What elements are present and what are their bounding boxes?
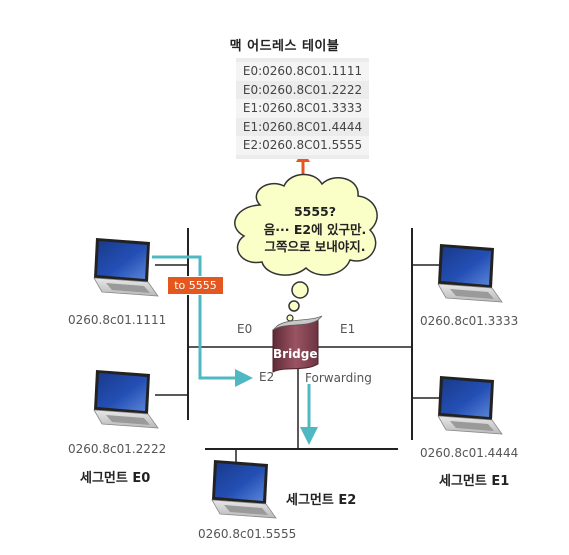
bubble-line-3: 그쪽으로 보내야지. [264,239,366,254]
frame-path-arrow [152,255,253,387]
frame-destination-badge: to 5555 [167,276,224,295]
mac-table-entry: E2:0260.8C01.5555 [236,136,369,155]
host-5555-address: 0260.8c01.5555 [198,527,297,541]
segment-e0-label: 세그먼트 E0 [80,471,151,486]
segment-e1-label: 세그먼트 E1 [439,474,510,489]
port-e0-label: E0 [237,322,253,336]
thought-bubble-text: 5555? 음··· E2에 있구만. 그쪽으로 보내야지. [250,203,380,256]
forwarding-label: Forwarding [305,371,372,385]
bridge-label: Bridge [273,347,318,361]
mac-table: E0:0260.8C01.1111 E0:0260.8C01.2222 E1:0… [236,58,369,159]
bubble-line-2: 음··· E2에 있구만. [263,221,367,237]
laptop-2222-icon [93,370,159,429]
laptop-4444-icon [437,376,503,435]
laptop-5555-icon [211,460,277,519]
mac-table-entry: E0:0260.8C01.2222 [242,82,363,97]
host-4444-address: 0260.8c01.4444 [420,446,519,460]
mac-table-title: 맥 어드레스 테이블 [229,39,340,54]
bubble-line-1: 5555? [293,204,337,219]
host-1111-address: 0260.8c01.1111 [68,313,167,327]
mac-table-entry: E1:0260.8C01.4444 [242,119,363,134]
host-2222-address: 0260.8c01.2222 [68,442,167,456]
laptop-1111-icon [93,238,159,297]
bridge-device [272,315,323,373]
thought-bubble [234,173,378,322]
segment-e2-label: 세그먼트 E2 [286,493,357,508]
laptop-3333-icon [437,244,503,303]
host-3333-address: 0260.8c01.3333 [420,314,519,328]
mac-table-entry: E0:0260.8C01.1111 [236,62,369,81]
port-e2-label: E2 [259,370,275,384]
mac-table-entry: E1:0260.8C01.3333 [236,99,369,118]
port-e1-label: E1 [340,322,356,336]
